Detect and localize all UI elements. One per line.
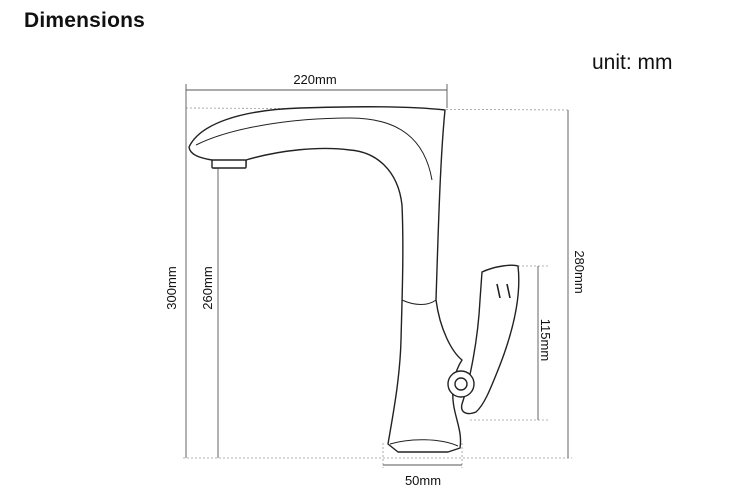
label-base-width: 50mm [405,473,441,488]
label-total-height: 300mm [164,266,179,309]
label-handle-height: 115mm [538,319,553,361]
faucet-outline [188,105,520,453]
page-title: Dimensions [24,9,146,32]
unit-label: unit: mm [592,51,673,74]
label-spout-reach: 220mm [293,72,336,87]
label-body-height: 280mm [572,250,587,293]
label-spout-height: 260mm [200,266,215,309]
